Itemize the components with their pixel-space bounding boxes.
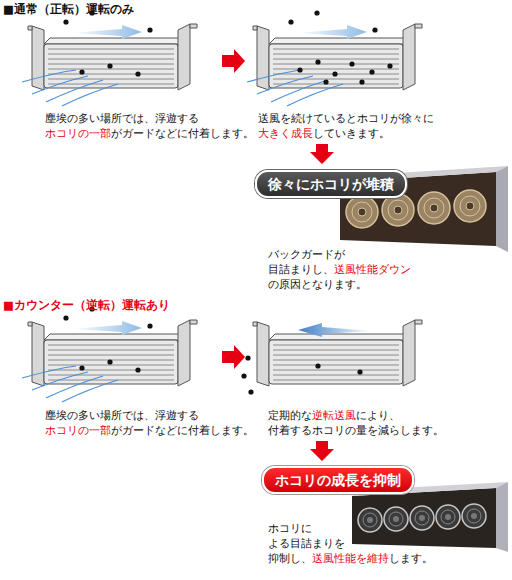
badge-label: ホコリの成長を抑制 <box>262 466 414 494</box>
caption-block: 定期的な逆転送風により、付着するホコリの量を減らします。 <box>268 408 444 438</box>
caption-text: 目詰まりし、 <box>268 263 334 276</box>
highlight-text: 逆転送風 <box>312 409 356 422</box>
caption-text: 塵埃の多い場所では、浮遊する <box>45 112 199 125</box>
caption-text: していきます。 <box>313 127 390 140</box>
caption-block: 塵埃の多い場所では、浮遊するホコリの一部がガードなどに付着します。 <box>45 408 254 438</box>
caption-text: ホコリに <box>268 522 312 535</box>
badge-label: 徐々にホコリが堆積 <box>255 170 407 198</box>
caption-text: 塵埃の多い場所では、浮遊する <box>45 409 199 422</box>
caption-text: の原因となります。 <box>268 278 367 291</box>
caption-text: がガードなどに付着します。 <box>111 127 254 140</box>
caption-block: 塵埃の多い場所では、浮遊するホコリの一部がガードなどに付着します。 <box>45 111 254 141</box>
badge-text: 徐々にホコリが堆積 <box>268 175 394 193</box>
highlight-text: 大きく成長 <box>258 127 313 140</box>
caption-text: により、 <box>356 409 400 422</box>
highlight-text: 送風性能を維持 <box>312 552 389 565</box>
highlight-text: ホコリの一部 <box>45 424 111 437</box>
caption-text: バックガードが <box>268 248 345 261</box>
caption-text: よる目詰まりを <box>268 537 345 550</box>
caption-block: 送風を続けているとホコリが徐々に大きく成長していきます。 <box>258 111 434 141</box>
caption-text: 定期的な <box>268 409 312 422</box>
caption-text: します。 <box>389 552 433 565</box>
caption-block: バックガードが目詰まりし、送風性能ダウンの原因となります。 <box>268 247 411 292</box>
caption-text: 付着するホコリの量を減らします。 <box>268 424 444 437</box>
highlight-text: ホコリの一部 <box>45 127 111 140</box>
caption-text: 送風を続けているとホコリが徐々に <box>258 112 434 125</box>
caption-block: ホコリによる目詰まりを抑制し、送風性能を維持します。 <box>268 521 433 566</box>
highlight-text: 送風性能ダウン <box>334 263 411 276</box>
section-heading: ■カウンター（逆転）運転あり <box>3 298 170 313</box>
caption-text: がガードなどに付着します。 <box>111 424 254 437</box>
badge-text: ホコリの成長を抑制 <box>275 471 401 489</box>
caption-text: 抑制し、 <box>268 552 312 565</box>
section-heading: ■通常（正転）運転のみ <box>3 2 134 17</box>
